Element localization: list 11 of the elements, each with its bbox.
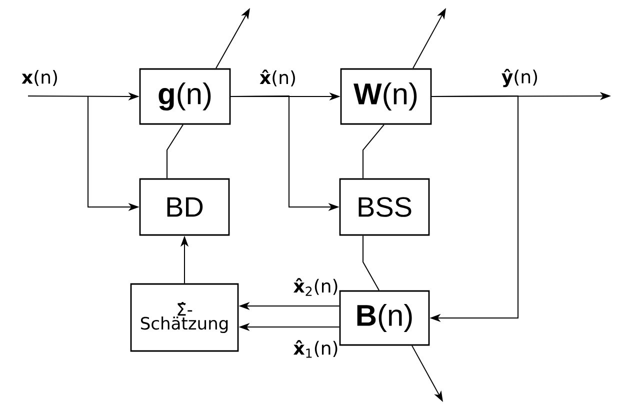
block-box: g(n) [139, 68, 231, 125]
edge-label: x̂(n) [260, 70, 295, 86]
edge-label: ŷ(n) [502, 68, 538, 88]
edge-label: x̂$_{2}$(n) [293, 278, 338, 296]
edge-label: x̂$_{1}$(n) [293, 340, 338, 358]
block-box: BD [139, 178, 230, 236]
block-box: BSS [339, 178, 430, 236]
edge-label: x(n) [22, 70, 57, 86]
estimation-box: Σ̂- Schätzung [130, 283, 239, 352]
block-box: W(n) [340, 68, 432, 125]
block-box: B(n) [339, 290, 430, 346]
